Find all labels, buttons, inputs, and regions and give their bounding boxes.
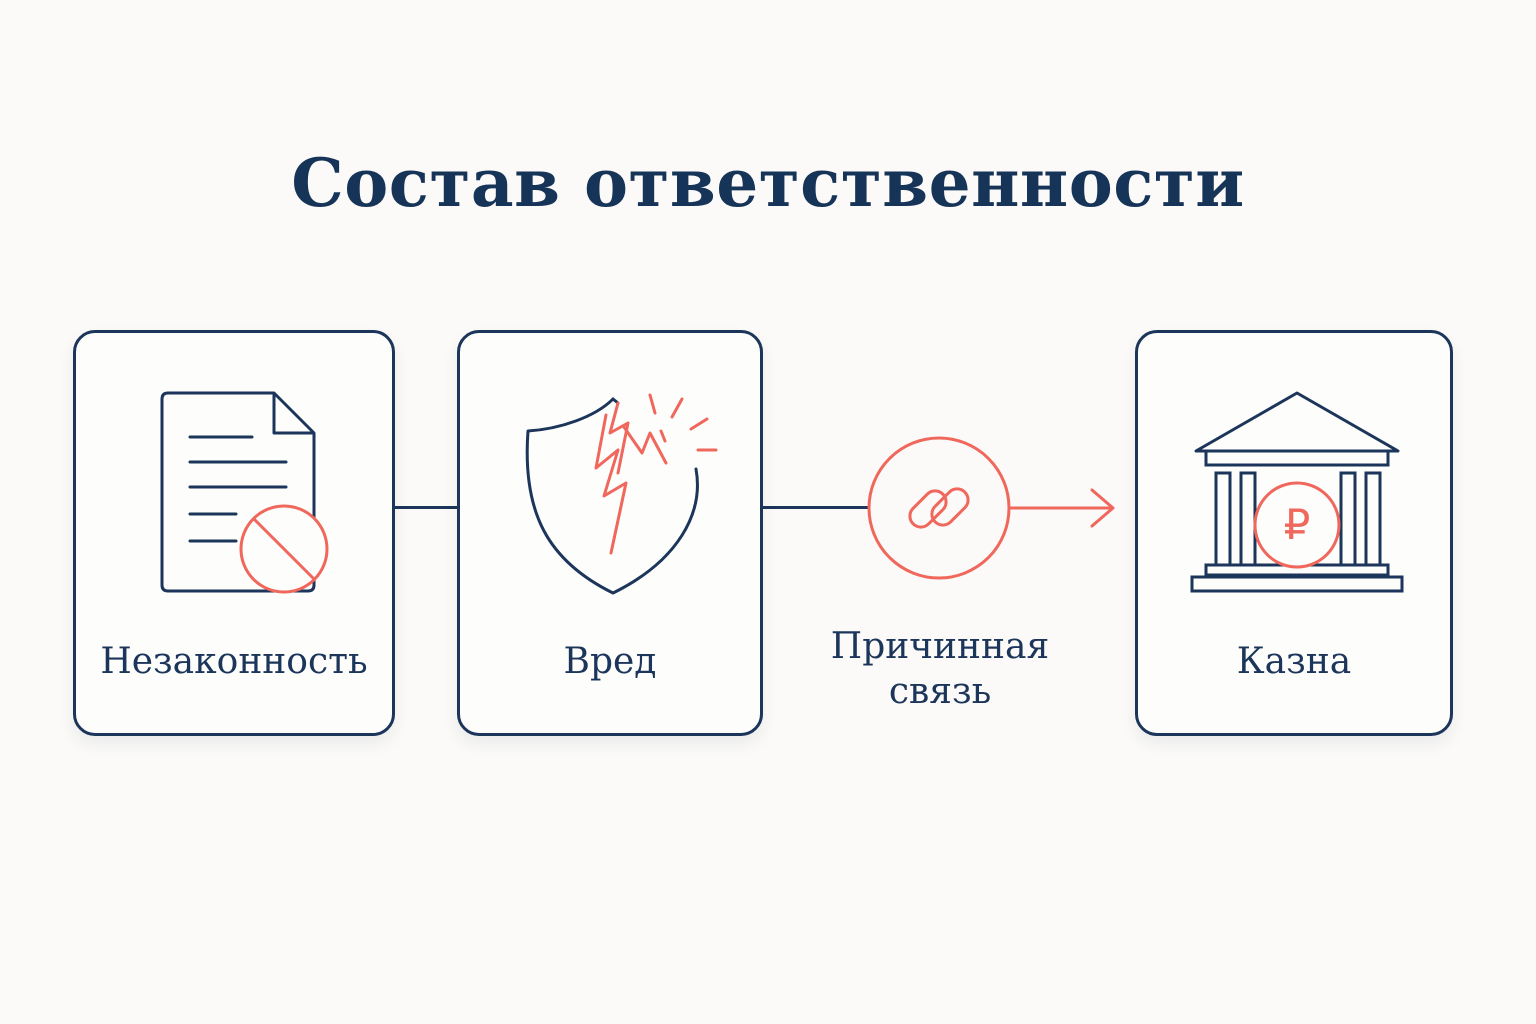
treasury-ruble-icon: ₽ — [1190, 391, 1404, 593]
causal-link-group — [867, 436, 1115, 580]
label-treasury: Казна — [1236, 641, 1352, 682]
connector-1-2 — [394, 506, 458, 509]
cracked-shield-icon — [525, 393, 718, 595]
connector-2-3 — [762, 506, 870, 509]
chain-link-icon — [867, 436, 1011, 580]
label-illegality: Незаконность — [100, 641, 368, 682]
ruble-symbol: ₽ — [1284, 500, 1311, 549]
card-harm: Вред — [457, 330, 763, 736]
label-causal-link: Причинная связь — [830, 626, 1050, 712]
arrow-right-icon — [1007, 488, 1115, 528]
diagram-title: Состав ответственности — [291, 144, 1245, 222]
label-harm: Вред — [563, 641, 657, 682]
card-illegality: Незаконность — [73, 330, 395, 736]
card-treasury: ₽ Казна — [1135, 330, 1453, 736]
document-prohibited-icon — [160, 391, 329, 594]
